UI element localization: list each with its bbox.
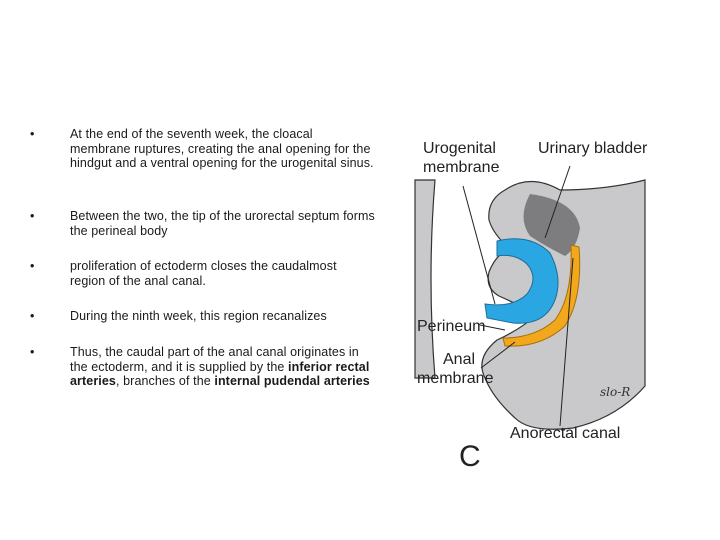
bullet-item: • During the ninth week, this region rec… <box>30 309 375 324</box>
anal-label-line2: membrane <box>417 370 494 387</box>
bold-term: internal pudendal arteries <box>214 374 370 388</box>
anatomy-diagram: Urogenital membrane Urinary bladder Peri… <box>414 140 648 473</box>
bullet-text: During the ninth week, this region recan… <box>70 309 327 323</box>
anatomy-figure: Urogenital membrane Urinary bladder Peri… <box>405 128 655 473</box>
urogenital-label-line2: membrane <box>423 159 500 176</box>
bullet-dot: • <box>30 259 35 273</box>
anorectal-canal-pointer <box>559 257 574 427</box>
bullet-text: proliferation of ectoderm closes the cau… <box>70 259 337 288</box>
anorectal-canal-label: Anorectal canal <box>510 425 620 442</box>
urinary-bladder-region <box>523 194 580 256</box>
urogenital-label-line1: Urogenital <box>423 140 496 157</box>
bullet-dot: • <box>30 345 35 359</box>
urogenital-membrane-pointer <box>462 185 496 305</box>
bold-term: inferior rectal arteries <box>70 359 370 389</box>
bullet-text-part: Thus, the caudal part of the anal canal … <box>70 345 359 374</box>
bullet-item: • At the end of the seventh week, the cl… <box>30 127 375 171</box>
anal-membrane-pointer <box>480 341 516 369</box>
bullet-item: • proliferation of ectoderm closes the c… <box>30 259 375 288</box>
bullet-dot: • <box>30 127 35 141</box>
bullet-text: Thus, the caudal part of the anal canal … <box>70 345 375 389</box>
perineum-label: Perineum <box>417 318 485 335</box>
anal-label-line1: Anal <box>443 351 475 368</box>
bullet-text-part: , branches of the <box>115 374 215 388</box>
bullet-item: • Between the two, the tip of the urorec… <box>30 209 375 238</box>
anorectal-canal <box>502 244 581 347</box>
perineum-pointer <box>479 324 506 331</box>
bullet-text: At the end of the seventh week, the cloa… <box>70 127 374 170</box>
panel-letter: C <box>459 440 481 473</box>
left-tissue-wall <box>414 179 436 379</box>
bullet-dot: • <box>30 209 35 223</box>
urinary-bladder-label: Urinary bladder <box>538 140 648 157</box>
urogenital-sinus <box>484 238 559 324</box>
bullet-text: Between the two, the tip of the urorecta… <box>70 209 375 238</box>
bullet-item: • Thus, the caudal part of the anal cana… <box>30 345 375 389</box>
bullet-dot: • <box>30 309 35 323</box>
urinary-bladder-pointer <box>544 165 571 239</box>
artist-signature: slo-R <box>600 385 630 399</box>
